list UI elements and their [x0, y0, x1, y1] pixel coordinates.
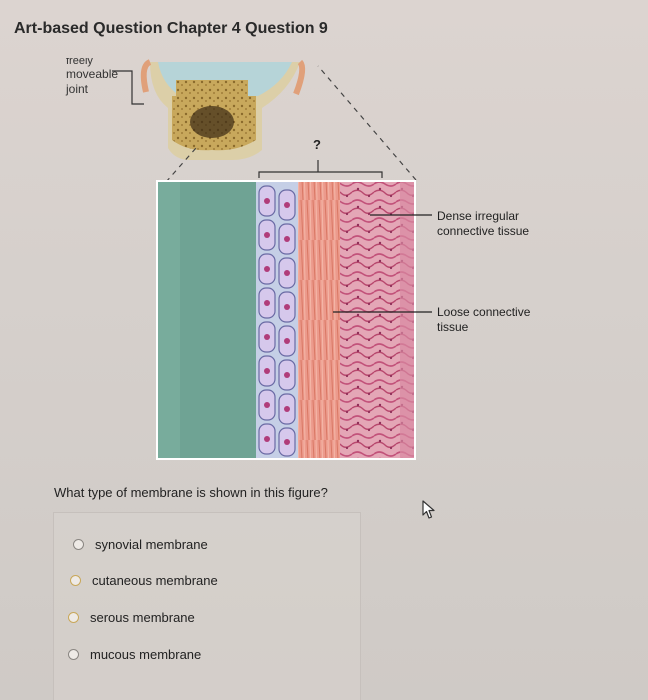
- callout-dense-line1: Dense irregular: [437, 209, 520, 223]
- joint-label-line2: joint: [66, 82, 89, 96]
- option-mucous[interactable]: mucous membrane: [68, 647, 201, 662]
- callout-loose-line1: Loose connective: [437, 305, 531, 319]
- joint-label: freely moveable joint: [66, 58, 118, 97]
- callout-dense-irregular: Dense irregular connective tissue: [437, 209, 529, 239]
- membrane-illustration: [112, 59, 432, 460]
- option-label: serous membrane: [90, 610, 195, 625]
- page-title: Art-based Question Chapter 4 Question 9: [14, 20, 328, 37]
- callout-loose-line2: tissue: [437, 320, 469, 334]
- radio-button[interactable]: [68, 612, 79, 623]
- option-label: synovial membrane: [95, 537, 208, 552]
- radio-button[interactable]: [70, 575, 81, 586]
- question-mark-label: ?: [313, 137, 321, 152]
- answer-options: synovial membrane cutaneous membrane ser…: [53, 512, 361, 700]
- callout-loose-connective: Loose connective tissue: [437, 305, 530, 335]
- option-synovial[interactable]: synovial membrane: [73, 537, 208, 552]
- joint-inset-image: [140, 59, 306, 160]
- joint-label-cut: freely: [66, 58, 93, 67]
- joint-label-line1: moveable: [66, 67, 119, 81]
- option-serous[interactable]: serous membrane: [68, 610, 195, 625]
- option-cutaneous[interactable]: cutaneous membrane: [70, 573, 218, 588]
- callout-dense-line2: connective tissue: [437, 224, 530, 238]
- option-label: cutaneous membrane: [92, 573, 218, 588]
- question-text: What type of membrane is shown in this f…: [54, 485, 328, 500]
- radio-button[interactable]: [68, 649, 79, 660]
- radio-button[interactable]: [73, 539, 84, 550]
- mouse-pointer-icon: [422, 500, 435, 519]
- option-label: mucous membrane: [90, 647, 202, 662]
- membrane-figure: freely moveable joint ? Dense irregular …: [66, 58, 530, 460]
